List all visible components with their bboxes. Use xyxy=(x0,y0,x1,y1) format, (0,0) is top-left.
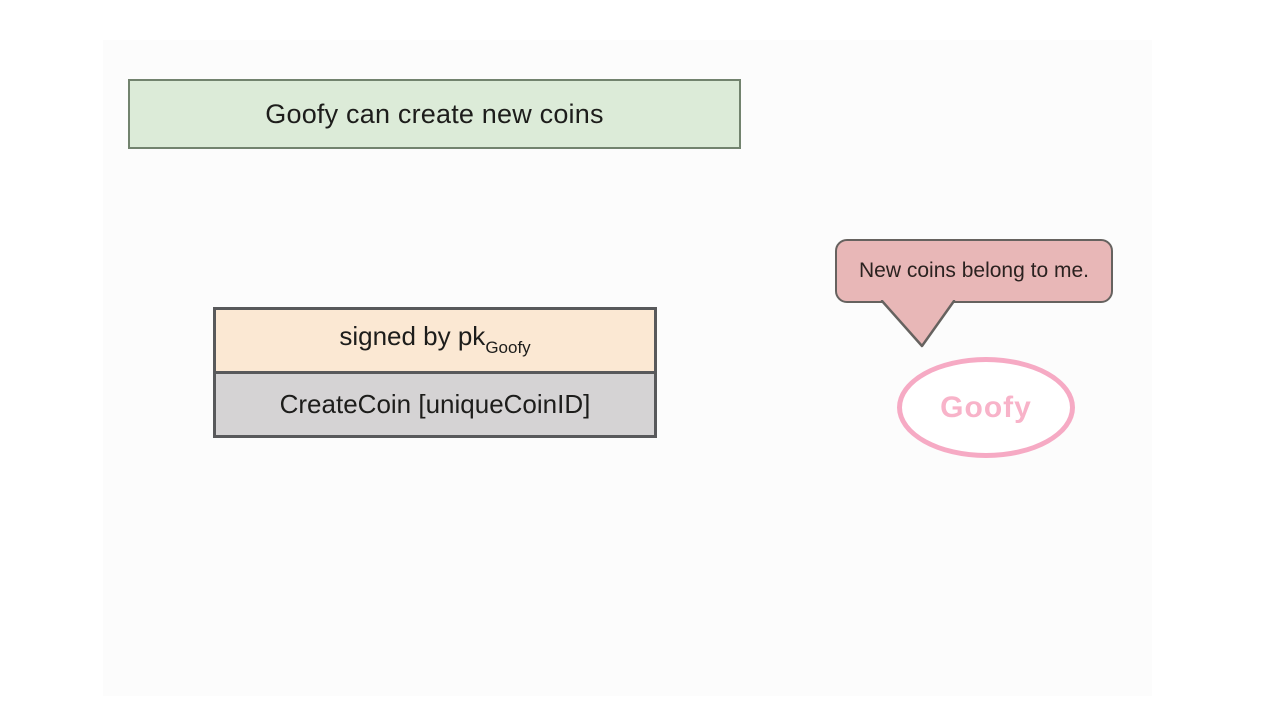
createcoin-text: CreateCoin [uniqueCoinID] xyxy=(279,389,591,419)
actor-goofy-label: Goofy xyxy=(940,390,1032,424)
signature-subscript: Goofy xyxy=(485,338,531,357)
signature-prefix: signed by pk xyxy=(339,321,486,351)
speech-bubble-text: New coins belong to me. xyxy=(859,259,1089,282)
title-text: Goofy can create new coins xyxy=(265,98,604,129)
title-box: Goofy can create new coins xyxy=(128,79,741,149)
createcoin-row: CreateCoin [uniqueCoinID] xyxy=(216,371,654,435)
speech-bubble-tail-icon xyxy=(880,300,956,348)
speech-bubble: New coins belong to me. xyxy=(835,239,1113,303)
actor-goofy: Goofy xyxy=(897,357,1075,458)
